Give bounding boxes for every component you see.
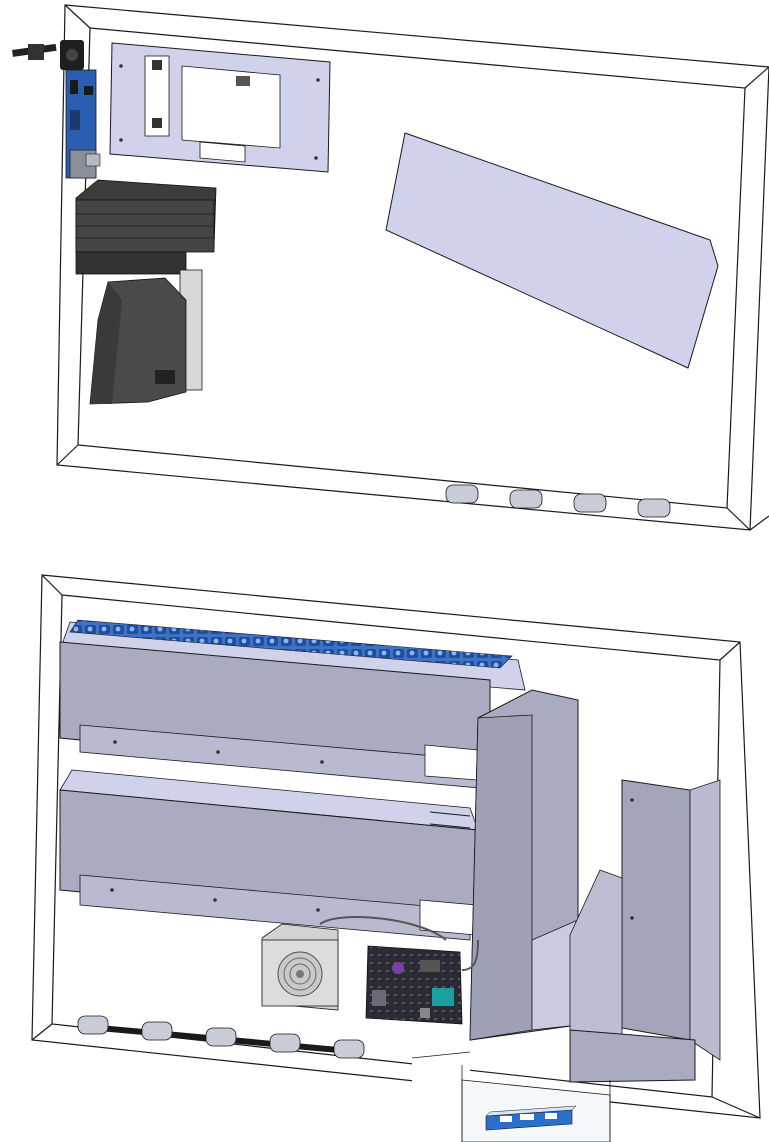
fan-unit	[261, 916, 447, 1011]
top-enclosure-view	[11, 4, 769, 531]
cable-clip	[509, 489, 543, 509]
control-board	[65, 69, 101, 179]
cable-clip	[445, 484, 479, 504]
cable-clip	[573, 493, 607, 513]
bottom-enclosure-view	[31, 574, 761, 1142]
cable-clips	[445, 484, 671, 518]
cable-clip	[77, 1015, 109, 1035]
cable-clip	[637, 498, 671, 518]
pcb-controller	[365, 939, 479, 1025]
coin-mechanism	[89, 269, 203, 405]
window-panel	[385, 132, 719, 369]
bottom-cable-clips	[77, 1015, 365, 1059]
collection-bin	[569, 779, 721, 1083]
product-tray-upper	[59, 619, 526, 789]
display-panel	[109, 42, 331, 173]
cable-clip	[205, 1027, 237, 1047]
cable-clip	[141, 1021, 173, 1041]
product-package	[485, 1105, 577, 1131]
power-supply	[75, 179, 217, 275]
fuse-holder	[11, 40, 84, 70]
product-tray-lower	[59, 769, 479, 941]
product-chute	[469, 689, 579, 1041]
cable-clip	[333, 1039, 365, 1059]
cable-clip	[269, 1033, 301, 1053]
